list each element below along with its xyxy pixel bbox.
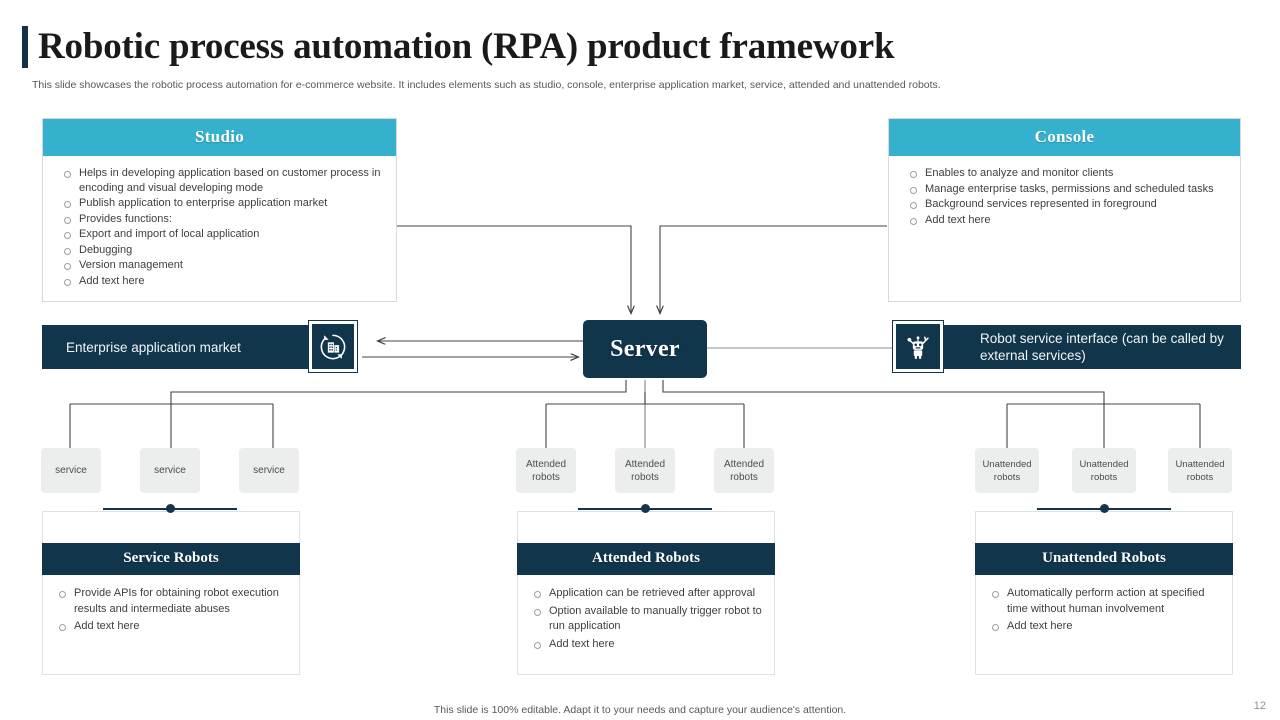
chip-service-1: service: [41, 448, 101, 493]
list-item: Provide APIs for obtaining robot executi…: [48, 586, 288, 617]
robot-service-interface-bar: Robot service interface (can be called b…: [908, 325, 1241, 369]
list-item: Add text here: [981, 619, 1221, 635]
list-item: Manage enterprise tasks, permissions and…: [899, 182, 1226, 197]
enterprise-application-market-bar: Enterprise application market: [42, 325, 357, 369]
list-item: Version management: [53, 258, 382, 273]
list-item: Add text here: [48, 619, 288, 635]
studio-panel: Studio Helps in developing application b…: [42, 118, 397, 302]
service-robots-bullet-list: Provide APIs for obtaining robot executi…: [48, 586, 288, 635]
studio-bullet-list: Helps in developing application based on…: [53, 166, 382, 288]
service-robots-dot: [166, 504, 175, 513]
list-item: Add text here: [899, 213, 1226, 228]
footer-note: This slide is 100% editable. Adapt it to…: [433, 704, 847, 716]
service-robots-card: [42, 511, 300, 675]
chip-attended-3: Attended robots: [714, 448, 774, 493]
unattended-robots-card: [975, 511, 1233, 675]
studio-panel-title: Studio: [43, 119, 396, 156]
list-item: Publish application to enterprise applic…: [53, 196, 382, 211]
attended-robots-title: Attended Robots: [517, 543, 775, 575]
list-item: Provides functions:: [53, 212, 382, 227]
attended-robots-body: Application can be retrieved after appro…: [517, 578, 775, 654]
list-item: Enables to analyze and monitor clients: [899, 166, 1226, 181]
enterprise-application-market-label: Enterprise application market: [66, 339, 241, 355]
console-panel-title: Console: [889, 119, 1240, 156]
list-item: Add text here: [523, 637, 763, 653]
list-item: Add text here: [53, 274, 382, 289]
list-item: Debugging: [53, 243, 382, 258]
page-title: Robotic process automation (RPA) product…: [38, 26, 895, 67]
unattended-robots-body: Automatically perform action at specifie…: [975, 578, 1233, 637]
page-number: 12: [1253, 700, 1266, 712]
console-panel: Console Enables to analyze and monitor c…: [888, 118, 1241, 302]
unattended-robots-dot: [1100, 504, 1109, 513]
page-subtitle: This slide showcases the robotic process…: [32, 79, 941, 91]
service-robots-title: Service Robots: [42, 543, 300, 575]
building-refresh-icon: [308, 320, 358, 373]
list-item: Application can be retrieved after appro…: [523, 586, 763, 602]
server-node: Server: [583, 320, 707, 378]
list-item: Background services represented in foreg…: [899, 197, 1226, 212]
chip-unattended-1: Unattended robots: [975, 448, 1039, 493]
chip-attended-2: Attended robots: [615, 448, 675, 493]
robot-icon: [892, 320, 944, 373]
chip-unattended-3: Unattended robots: [1168, 448, 1232, 493]
chip-attended-1: Attended robots: [516, 448, 576, 493]
list-item: Automatically perform action at specifie…: [981, 586, 1221, 617]
list-item: Helps in developing application based on…: [53, 166, 382, 195]
title-accent-bar: [22, 26, 28, 68]
attended-robots-card: [517, 511, 775, 675]
unattended-robots-title: Unattended Robots: [975, 543, 1233, 575]
console-bullet-list: Enables to analyze and monitor clients M…: [899, 166, 1226, 227]
list-item: Option available to manually trigger rob…: [523, 604, 763, 635]
robot-service-interface-label: Robot service interface (can be called b…: [980, 331, 1224, 363]
studio-panel-body: Helps in developing application based on…: [43, 156, 396, 299]
server-node-label: Server: [610, 335, 680, 362]
page-title-block: Robotic process automation (RPA) product…: [22, 26, 895, 68]
list-item: Export and import of local application: [53, 227, 382, 242]
robot-glyph: [907, 335, 929, 359]
attended-robots-dot: [641, 504, 650, 513]
chip-service-3: service: [239, 448, 299, 493]
unattended-robots-bullet-list: Automatically perform action at specifie…: [981, 586, 1221, 635]
service-robots-body: Provide APIs for obtaining robot executi…: [42, 578, 300, 637]
attended-robots-bullet-list: Application can be retrieved after appro…: [523, 586, 763, 652]
console-panel-body: Enables to analyze and monitor clients M…: [889, 156, 1240, 238]
chip-unattended-2: Unattended robots: [1072, 448, 1136, 493]
chip-service-2: service: [140, 448, 200, 493]
building-refresh-glyph: [320, 334, 346, 359]
